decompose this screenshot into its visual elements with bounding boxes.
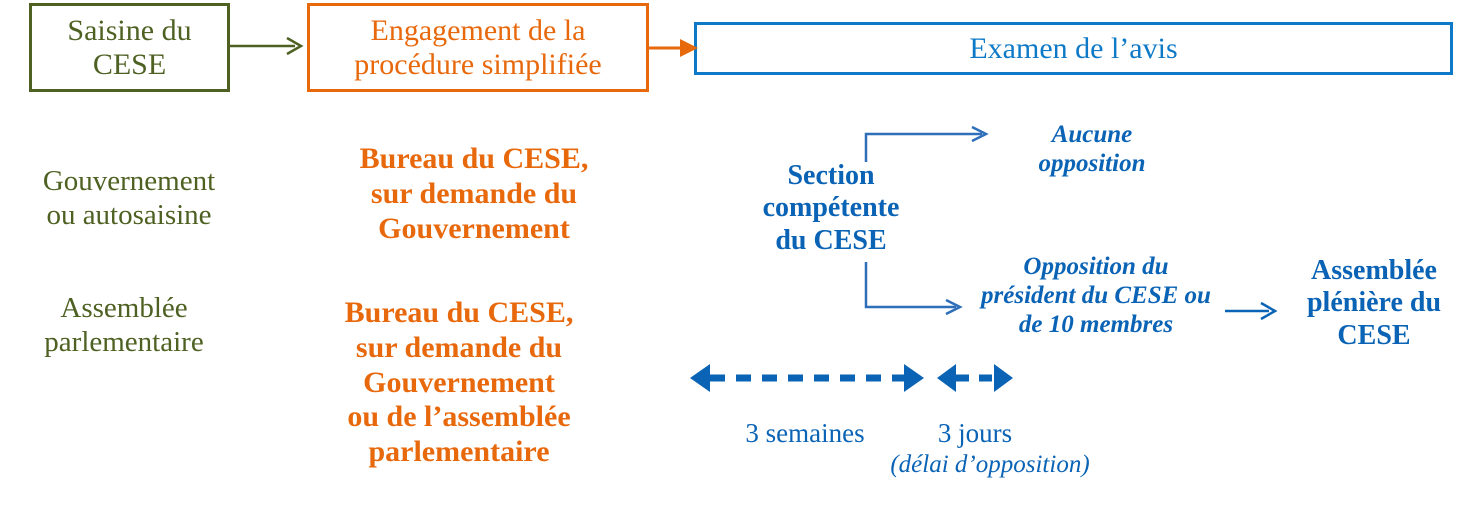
box-engagement-procedure-simplifiee[interactable]: Engagement de la procédure simplifiée [307,3,649,92]
box-saisine-du-cese[interactable]: Saisine du CESE [29,3,230,92]
origin-gouvernement-ou-autosaisine: Gouvernement ou autosaisine [0,165,258,232]
connector-section-to-opposition [864,262,963,316]
box-examen-de-lavis[interactable]: Examen de l’avis [694,22,1453,75]
arrow-saisine-to-engagement [229,36,304,56]
timeline-sublabel-delai-opposition: (délai d’opposition) [865,450,1115,479]
box-saisine-label: Saisine du CESE [67,13,192,81]
outcome-aucune-opposition: Aucune opposition [1012,120,1172,178]
outcome-aucune-opposition-label: Aucune opposition [1038,121,1146,177]
arrow-opposition-to-assemblee-pleniere [1225,301,1278,321]
timeline-delai-opposition-text: (délai d’opposition) [890,451,1090,478]
timeline-3-jours-text: 3 jours [937,418,1013,448]
outcome-opposition-label: Opposition du président du CESE ou de 10… [981,253,1211,338]
timeline-arrow-3-jours [937,364,1013,392]
timeline-arrow-3-semaines [690,364,924,392]
engagement-bureau-assemblee-label: Bureau du CESE, sur demande du Gouvernem… [344,296,574,469]
engagement-bureau-gouvernement: Bureau du CESE, sur demande du Gouvernem… [320,142,628,246]
box-engagement-label: Engagement de la procédure simplifiée [354,13,602,81]
timeline-label-3-jours: 3 jours [910,418,1040,449]
section-competente-label: Section compétente du CESE [762,160,900,256]
origin-assemblee-parlementaire: Assemblée parlementaire [0,292,248,359]
outcome-opposition: Opposition du président du CESE ou de 10… [965,252,1227,339]
timeline-label-3-semaines: 3 semaines [680,418,930,449]
origin-gouvernement-label: Gouvernement ou autosaisine [42,165,216,231]
connector-section-to-aucune-opposition [864,125,989,162]
section-competente-du-cese: Section compétente du CESE [735,160,927,257]
assemblee-pleniere-label: Assemblée plénière du CESE [1306,255,1442,351]
origin-assemblee-label: Assemblée parlementaire [44,292,204,358]
box-examen-label: Examen de l’avis [969,31,1178,65]
timeline-3-semaines-text: 3 semaines [745,418,865,448]
engagement-bureau-gouvernement-label: Bureau du CESE, sur demande du Gouvernem… [359,142,589,245]
assemblee-pleniere-du-cese: Assemblée plénière du CESE [1275,255,1473,352]
arrow-engagement-to-examen [648,39,698,57]
engagement-bureau-assemblee: Bureau du CESE, sur demande du Gouvernem… [305,296,613,470]
